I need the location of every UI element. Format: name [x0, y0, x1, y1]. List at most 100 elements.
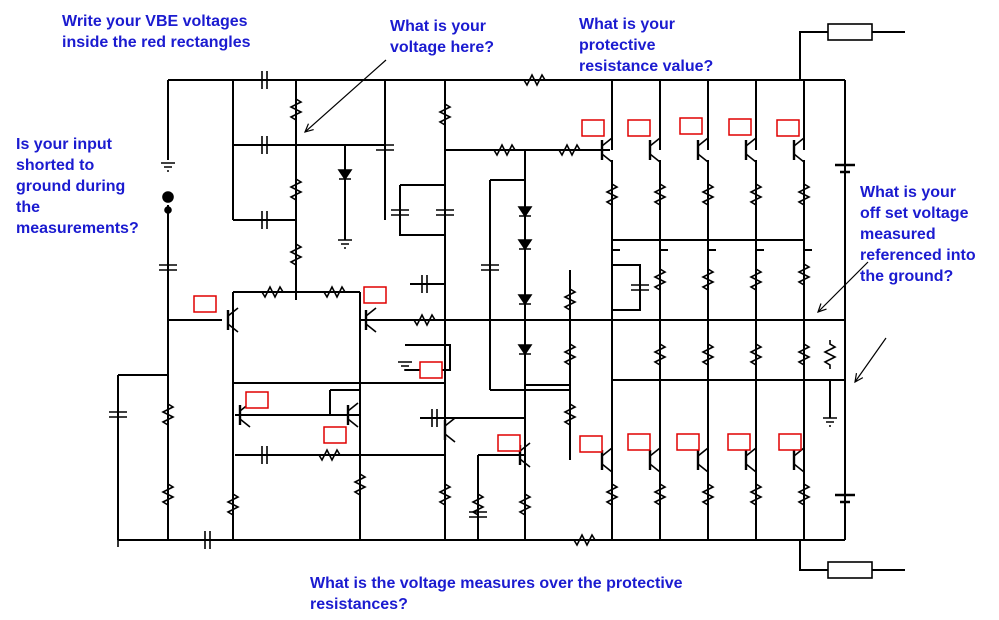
protective-voltage-question: What is the voltage measures over the pr…	[310, 575, 683, 613]
transistor	[793, 153, 805, 163]
transistor	[745, 137, 757, 147]
voltage-here-question: What is your voltage here?	[390, 18, 495, 56]
transistor	[745, 463, 757, 473]
input-jack	[162, 191, 174, 203]
resistor	[797, 340, 811, 369]
circuit-components	[109, 23, 873, 579]
resistor	[289, 95, 303, 124]
transistor	[601, 463, 613, 473]
vbe-box	[728, 118, 752, 136]
transistor	[519, 442, 531, 452]
load-resistor-bottom	[827, 561, 873, 579]
resistor	[749, 480, 763, 509]
protective-resistance-question: What is your protective resistance value…	[579, 16, 714, 75]
load-resistor-top	[827, 23, 873, 41]
ground-symbol	[338, 239, 352, 249]
vbe-box	[627, 433, 651, 451]
transistor	[697, 463, 709, 473]
resistor	[797, 260, 811, 289]
diode	[517, 344, 533, 356]
resistor	[749, 180, 763, 209]
top-output-lead	[799, 31, 828, 80]
transistor	[227, 307, 239, 317]
resistor	[563, 400, 577, 429]
resistor	[520, 73, 549, 87]
transistor	[365, 323, 377, 333]
transistor	[347, 418, 359, 428]
resistor	[289, 175, 303, 204]
resistor	[701, 180, 715, 209]
resistor	[653, 180, 667, 209]
resistor	[258, 285, 287, 299]
transistor	[649, 447, 661, 457]
resistor	[315, 448, 344, 462]
vbe-box	[676, 433, 700, 451]
diode	[517, 239, 533, 251]
arrow-offset-output	[854, 337, 887, 383]
resistor	[226, 490, 240, 519]
arrow-voltage-here	[304, 59, 387, 133]
resistor	[438, 100, 452, 129]
wire	[399, 185, 445, 236]
transistor	[697, 447, 709, 457]
output-emitter	[659, 160, 668, 251]
resistor	[563, 285, 577, 314]
resistor	[797, 180, 811, 209]
vbe-box	[323, 426, 347, 444]
transistor	[793, 447, 805, 457]
transistor	[365, 307, 377, 317]
resistor	[410, 313, 439, 327]
vbe-box	[419, 361, 443, 379]
vbe-box	[627, 119, 651, 137]
arrow-offset-output	[854, 373, 864, 384]
diode	[517, 206, 533, 218]
wire	[612, 264, 641, 311]
resistor	[490, 143, 519, 157]
annotation-arrows	[303, 59, 887, 384]
offset-voltage-question: What is your off set voltage measured re…	[860, 184, 976, 285]
resistor	[289, 240, 303, 269]
transistor	[239, 418, 251, 428]
resistor	[749, 265, 763, 294]
input-shorted-question: Is your input shorted to ground during t…	[16, 136, 139, 237]
vbe-box	[776, 119, 800, 137]
resistor	[161, 480, 175, 509]
output-emitter	[755, 160, 764, 251]
transistor	[697, 137, 709, 147]
input-jack	[164, 206, 172, 214]
resistor	[653, 480, 667, 509]
ground-symbol	[823, 417, 837, 427]
resistor	[563, 340, 577, 369]
transistor	[649, 463, 661, 473]
transistor	[601, 447, 613, 457]
resistor	[353, 470, 367, 499]
resistor	[653, 340, 667, 369]
resistor	[653, 265, 667, 294]
arrow-offset-voltage	[817, 303, 827, 313]
resistor	[823, 340, 837, 369]
ground-symbol	[161, 162, 175, 172]
resistor	[605, 180, 619, 209]
transistor	[347, 402, 359, 412]
transistor	[649, 137, 661, 147]
transistor	[227, 323, 239, 333]
transistor	[444, 417, 456, 427]
vbe-box	[581, 119, 605, 137]
vbe-box	[727, 433, 751, 451]
ground-symbol	[398, 361, 412, 371]
vbe-boxes	[193, 117, 802, 453]
vbe-instruction-note: Write your VBE voltages inside the red r…	[62, 13, 251, 51]
diode	[517, 294, 533, 306]
resistor	[749, 340, 763, 369]
resistor	[320, 285, 349, 299]
transistor	[745, 153, 757, 163]
diode	[337, 169, 353, 181]
output-emitter	[803, 160, 812, 251]
transistor	[444, 433, 456, 443]
vbe-box	[679, 117, 703, 135]
output-emitter	[707, 160, 716, 251]
resistor	[797, 480, 811, 509]
resistor	[701, 480, 715, 509]
output-emitter	[611, 160, 620, 251]
